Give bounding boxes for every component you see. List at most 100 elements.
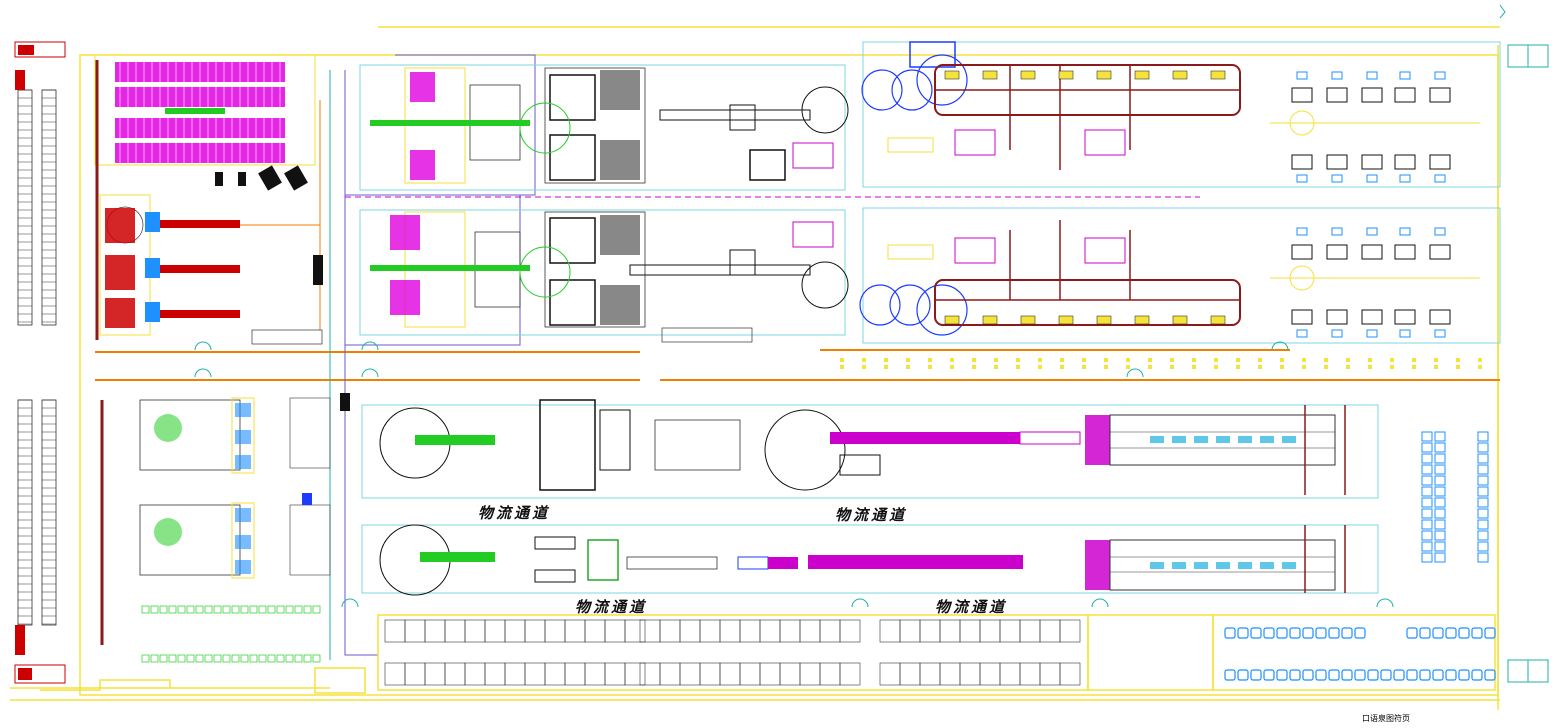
blue-bin [1315, 669, 1327, 681]
storage-bay [484, 619, 506, 643]
door-swing [194, 341, 212, 351]
unit-cell [1429, 154, 1451, 170]
corridor-marker [1038, 365, 1042, 369]
green-cell [312, 605, 321, 614]
blue-bin [1434, 541, 1446, 552]
blue-bin [1421, 519, 1433, 530]
storage-bay [404, 662, 426, 686]
storage-bay [919, 619, 941, 643]
green-cell [159, 605, 168, 614]
valve-node [944, 70, 960, 80]
unit-cell [1394, 244, 1416, 260]
corridor-marker [1434, 365, 1438, 369]
blue-bin [1477, 497, 1489, 508]
green-cell [159, 654, 168, 663]
green-cell [141, 605, 150, 614]
green-cell [195, 605, 204, 614]
bottom-right-blue-boxes [1224, 627, 1496, 681]
door-swing [1126, 368, 1144, 378]
storage-bay [959, 619, 981, 643]
right-side-blue-columns [1421, 431, 1489, 563]
blue-bin [1477, 486, 1489, 497]
unit-cell [1291, 154, 1313, 170]
blue-bin [1434, 486, 1446, 497]
corridor-marker [1346, 365, 1350, 369]
blue-bin [1419, 627, 1431, 639]
blue-bin [1302, 627, 1314, 639]
unit-cell [1361, 154, 1383, 170]
unit-cell [1434, 71, 1446, 80]
left-corner-units [14, 41, 66, 684]
green-cell [240, 605, 249, 614]
green-cell [240, 654, 249, 663]
blue-bin [1421, 508, 1433, 519]
blue-bin [1484, 627, 1496, 639]
unit-cell [1394, 309, 1416, 325]
blue-bin [1421, 464, 1433, 475]
blue-bin [1393, 669, 1405, 681]
unit-cell [1331, 174, 1343, 183]
corridor-marker [1016, 358, 1020, 362]
blue-bin [1432, 669, 1444, 681]
blue-bin [1434, 475, 1446, 486]
storage-bay [879, 662, 901, 686]
unit-cell [1399, 227, 1411, 236]
valve-node [1096, 315, 1112, 325]
corridor-marker [1412, 358, 1416, 362]
unit-cell [1291, 87, 1313, 103]
right-separator-lines [863, 186, 1500, 209]
corridor-marker [994, 358, 998, 362]
tank-cell [1282, 436, 1296, 443]
storage-bay [979, 619, 1001, 643]
blue-bin [1263, 669, 1275, 681]
green-cell [294, 605, 303, 614]
corridor-marker [1038, 358, 1042, 362]
storage-bay [524, 662, 546, 686]
aisle-label-3: 物流通道 [575, 598, 648, 616]
blue-bin [1434, 530, 1446, 541]
corridor-marker [1214, 358, 1218, 362]
corridor-marker [1368, 358, 1372, 362]
corridor-marker [1170, 358, 1174, 362]
door-swing [361, 368, 379, 378]
green-cell [141, 654, 150, 663]
storage-bay [999, 662, 1021, 686]
valve-node [1210, 70, 1226, 80]
corridor-marker [1060, 365, 1064, 369]
bottom-storage-grid [384, 619, 1081, 686]
blue-bin [1477, 453, 1489, 464]
door-swing [341, 598, 359, 608]
corridor-marker [1280, 358, 1284, 362]
green-cell [186, 654, 195, 663]
storage-bay [719, 619, 741, 643]
tank-cell [1238, 562, 1252, 569]
unit-cell [1331, 329, 1343, 338]
corridor-marker [884, 358, 888, 362]
corridor-marker [950, 358, 954, 362]
green-cell [186, 605, 195, 614]
storage-bay [639, 662, 661, 686]
valve-node [982, 315, 998, 325]
tank-cell [1172, 436, 1186, 443]
unit-cell [1434, 329, 1446, 338]
blue-bin [1224, 669, 1236, 681]
storage-bay [739, 662, 761, 686]
tank-cell [1260, 436, 1274, 443]
corridor-marker [1082, 365, 1086, 369]
green-cell [249, 605, 258, 614]
blue-bin [1421, 541, 1433, 552]
corridor-marker [928, 358, 932, 362]
blue-bin [1367, 669, 1379, 681]
valve-node [1172, 70, 1188, 80]
unit-cell [1331, 227, 1343, 236]
green-cell [276, 654, 285, 663]
blue-bin [1224, 627, 1236, 639]
tank-cell [1150, 436, 1164, 443]
blue-bin [1276, 669, 1288, 681]
green-cell [177, 654, 186, 663]
blue-bin [1434, 442, 1446, 453]
green-cell [303, 654, 312, 663]
blue-bin [1421, 442, 1433, 453]
green-cell [231, 605, 240, 614]
